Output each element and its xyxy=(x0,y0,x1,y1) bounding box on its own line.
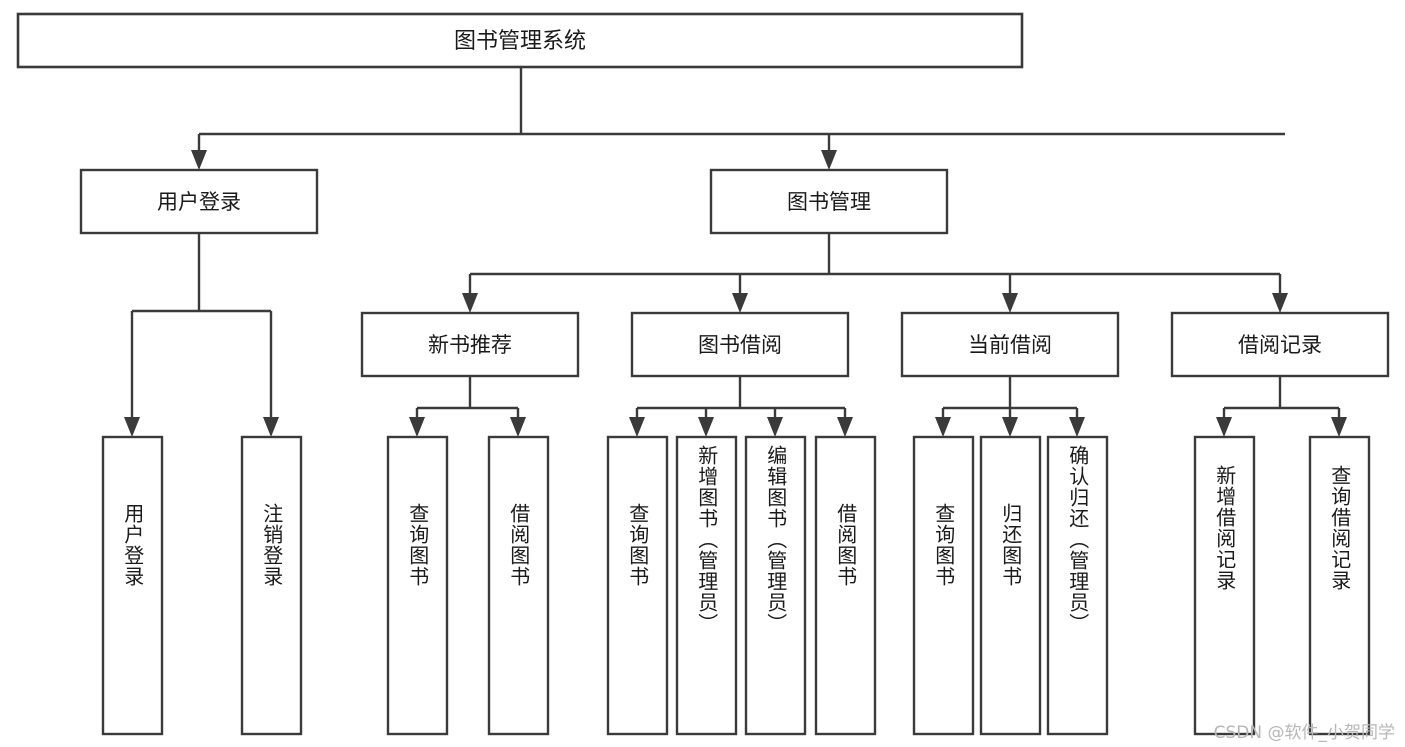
current-borrow-label: 当前借阅 xyxy=(968,333,1052,357)
node-book-borrow[interactable]: 图书借阅 xyxy=(630,311,850,378)
root-box[interactable] xyxy=(16,12,1024,69)
arrow-head-icon xyxy=(1272,293,1288,313)
connector-bookmgmt-to-level2 xyxy=(462,233,1288,313)
leaf-box-logout[interactable] xyxy=(240,435,303,736)
arrow-head-icon xyxy=(191,150,207,170)
arrow-head-icon xyxy=(510,417,526,437)
connector-root-to-level1 xyxy=(191,67,1285,170)
connector-currentborrow-to-leaves xyxy=(935,376,1085,437)
arrow-head-icon xyxy=(1002,293,1018,313)
leaf-box-user-login[interactable] xyxy=(101,435,164,736)
arrow-head-icon xyxy=(837,417,853,437)
leaf-box-confirm-return[interactable] xyxy=(1046,435,1109,736)
leaf-box-query-book-3[interactable] xyxy=(912,435,975,736)
connector-newbook-to-leaves xyxy=(409,376,526,437)
arrow-head-icon xyxy=(935,417,951,437)
arrow-head-icon xyxy=(1216,417,1232,437)
borrow-record-label: 借阅记录 xyxy=(1238,333,1322,357)
leaf-box-add-book[interactable] xyxy=(675,435,738,736)
arrow-head-icon xyxy=(124,417,140,437)
arrow-head-icon xyxy=(821,150,837,170)
arrow-head-icon xyxy=(698,417,714,437)
arrow-head-icon xyxy=(409,417,425,437)
arrow-head-icon xyxy=(767,417,783,437)
new-book-recommend-box[interactable] xyxy=(360,311,580,378)
leaf-box-query-book-2[interactable] xyxy=(606,435,669,736)
leaf-box-query-book-1[interactable] xyxy=(386,435,449,736)
leaf-box-borrow-book-1[interactable] xyxy=(487,435,550,736)
arrow-head-icon xyxy=(629,417,645,437)
leaf-box-add-record[interactable] xyxy=(1193,435,1256,736)
node-root[interactable]: 图书管理系统 xyxy=(16,12,1024,69)
node-new-book-recommend[interactable]: 新书推荐 xyxy=(360,311,580,378)
connector-borrowrecord-to-leaves xyxy=(1216,376,1347,437)
book-borrow-label: 图书借阅 xyxy=(698,333,782,357)
user-login-label: 用户登录 xyxy=(157,190,241,214)
new-book-recommend-label: 新书推荐 xyxy=(428,333,512,357)
book-management-label: 图书管理 xyxy=(787,190,871,214)
root-label: 图书管理系统 xyxy=(454,29,586,54)
leaf-box-return-book[interactable] xyxy=(979,435,1042,736)
arrow-head-icon xyxy=(462,293,478,313)
connector-bookborrow-to-leaves xyxy=(629,376,853,437)
arrow-head-icon xyxy=(1069,417,1085,437)
leaf-box-borrow-book-2[interactable] xyxy=(814,435,877,736)
user-login-box[interactable] xyxy=(79,168,319,235)
node-borrow-record[interactable]: 借阅记录 xyxy=(1170,311,1390,378)
arrow-head-icon xyxy=(1331,417,1347,437)
leaf-box-edit-book[interactable] xyxy=(744,435,807,736)
node-book-management[interactable]: 图书管理 xyxy=(709,168,949,235)
node-current-borrow[interactable]: 当前借阅 xyxy=(900,311,1120,378)
node-user-login[interactable]: 用户登录 xyxy=(79,168,319,235)
leaf-box-query-record[interactable] xyxy=(1308,435,1371,736)
arrow-head-icon xyxy=(263,417,279,437)
current-borrow-box[interactable] xyxy=(900,311,1120,378)
arrow-head-icon xyxy=(1002,417,1018,437)
arrow-head-icon xyxy=(732,293,748,313)
connector-userlogin-to-leaves xyxy=(124,233,279,437)
